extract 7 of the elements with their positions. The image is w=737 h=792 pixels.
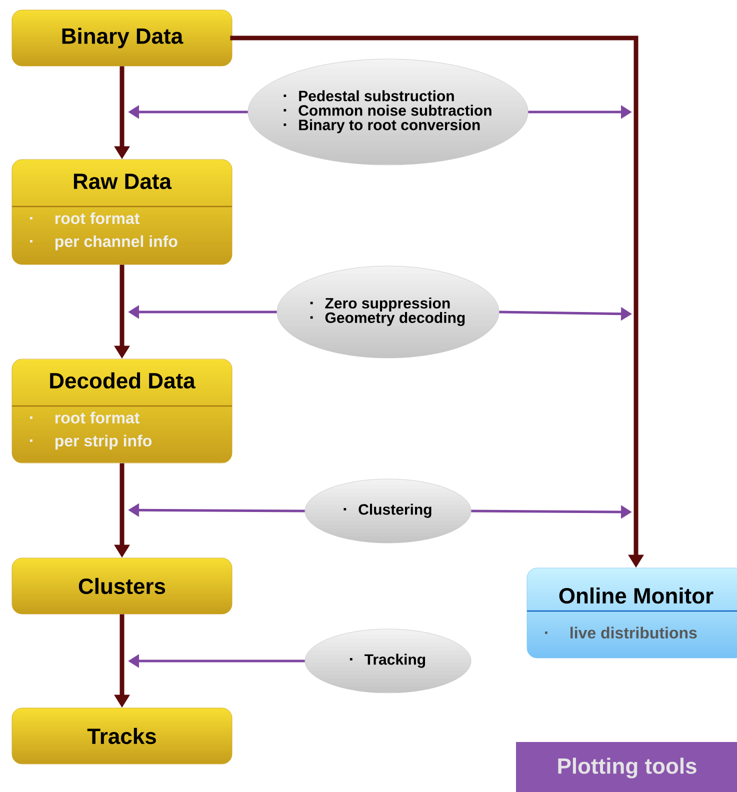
data-box: Clusters: [12, 558, 232, 614]
data-box: Decoded Data root format per strip info: [12, 358, 232, 464]
data-box: Raw Data root format per channel info: [12, 159, 232, 265]
tool-box: Plotting tools: [516, 742, 737, 792]
monitor-box: Online Monitor live distributions: [526, 568, 737, 658]
data-box: Binary Data: [12, 10, 232, 66]
data-box: Tracks: [12, 708, 232, 764]
